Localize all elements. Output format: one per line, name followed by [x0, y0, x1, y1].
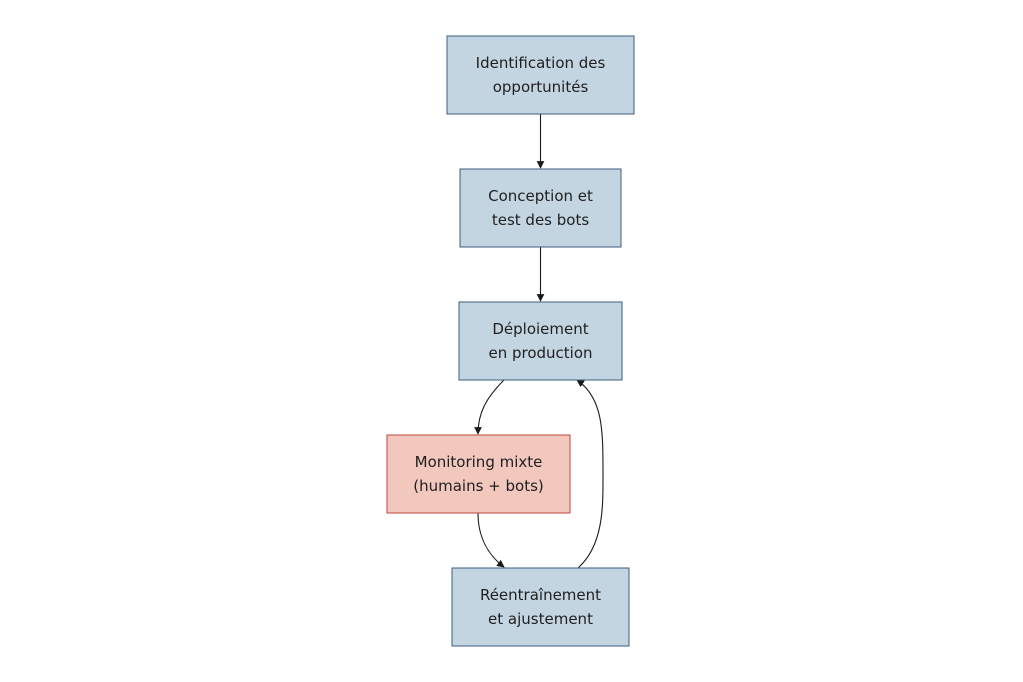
node-box-reentrainement: [451, 567, 630, 647]
node-label-identification-line-2: opportunités: [493, 78, 589, 96]
node-monitoring: Monitoring mixte (humains + bots): [386, 434, 571, 514]
node-box-monitoring: [386, 434, 571, 514]
node-reentrainement: Réentraînement et ajustement: [451, 567, 630, 647]
node-label-reentrainement-line-1: Réentraînement: [480, 586, 601, 604]
edges: [474, 114, 604, 569]
node-box-identification: [446, 35, 635, 115]
node-box-deploiement: [458, 301, 623, 381]
node-deploiement: Déploiement en production: [458, 301, 623, 381]
edge-deploiement-to-monitoring: [474, 379, 505, 435]
node-label-deploiement-line-1: Déploiement: [492, 320, 588, 338]
edge-reentrainement-to-deploiement: [576, 379, 604, 569]
node-label-monitoring-line-1: Monitoring mixte: [415, 453, 543, 471]
edge-monitoring-to-reentrainement: [477, 512, 505, 568]
node-label-conception-line-1: Conception et: [488, 187, 593, 205]
node-label-deploiement-line-2: en production: [488, 344, 592, 362]
node-label-reentrainement-line-2: et ajustement: [488, 610, 593, 628]
node-label-conception-line-2: test des bots: [492, 211, 589, 229]
node-identification: Identification des opportunités: [446, 35, 635, 115]
node-label-monitoring-line-2: (humains + bots): [413, 477, 544, 495]
node-box-conception: [459, 168, 622, 248]
nodes: Identification des opportunitésConception…: [386, 35, 635, 647]
node-label-identification-line-1: Identification des: [476, 54, 606, 72]
node-conception: Conception et test des bots: [459, 168, 622, 248]
